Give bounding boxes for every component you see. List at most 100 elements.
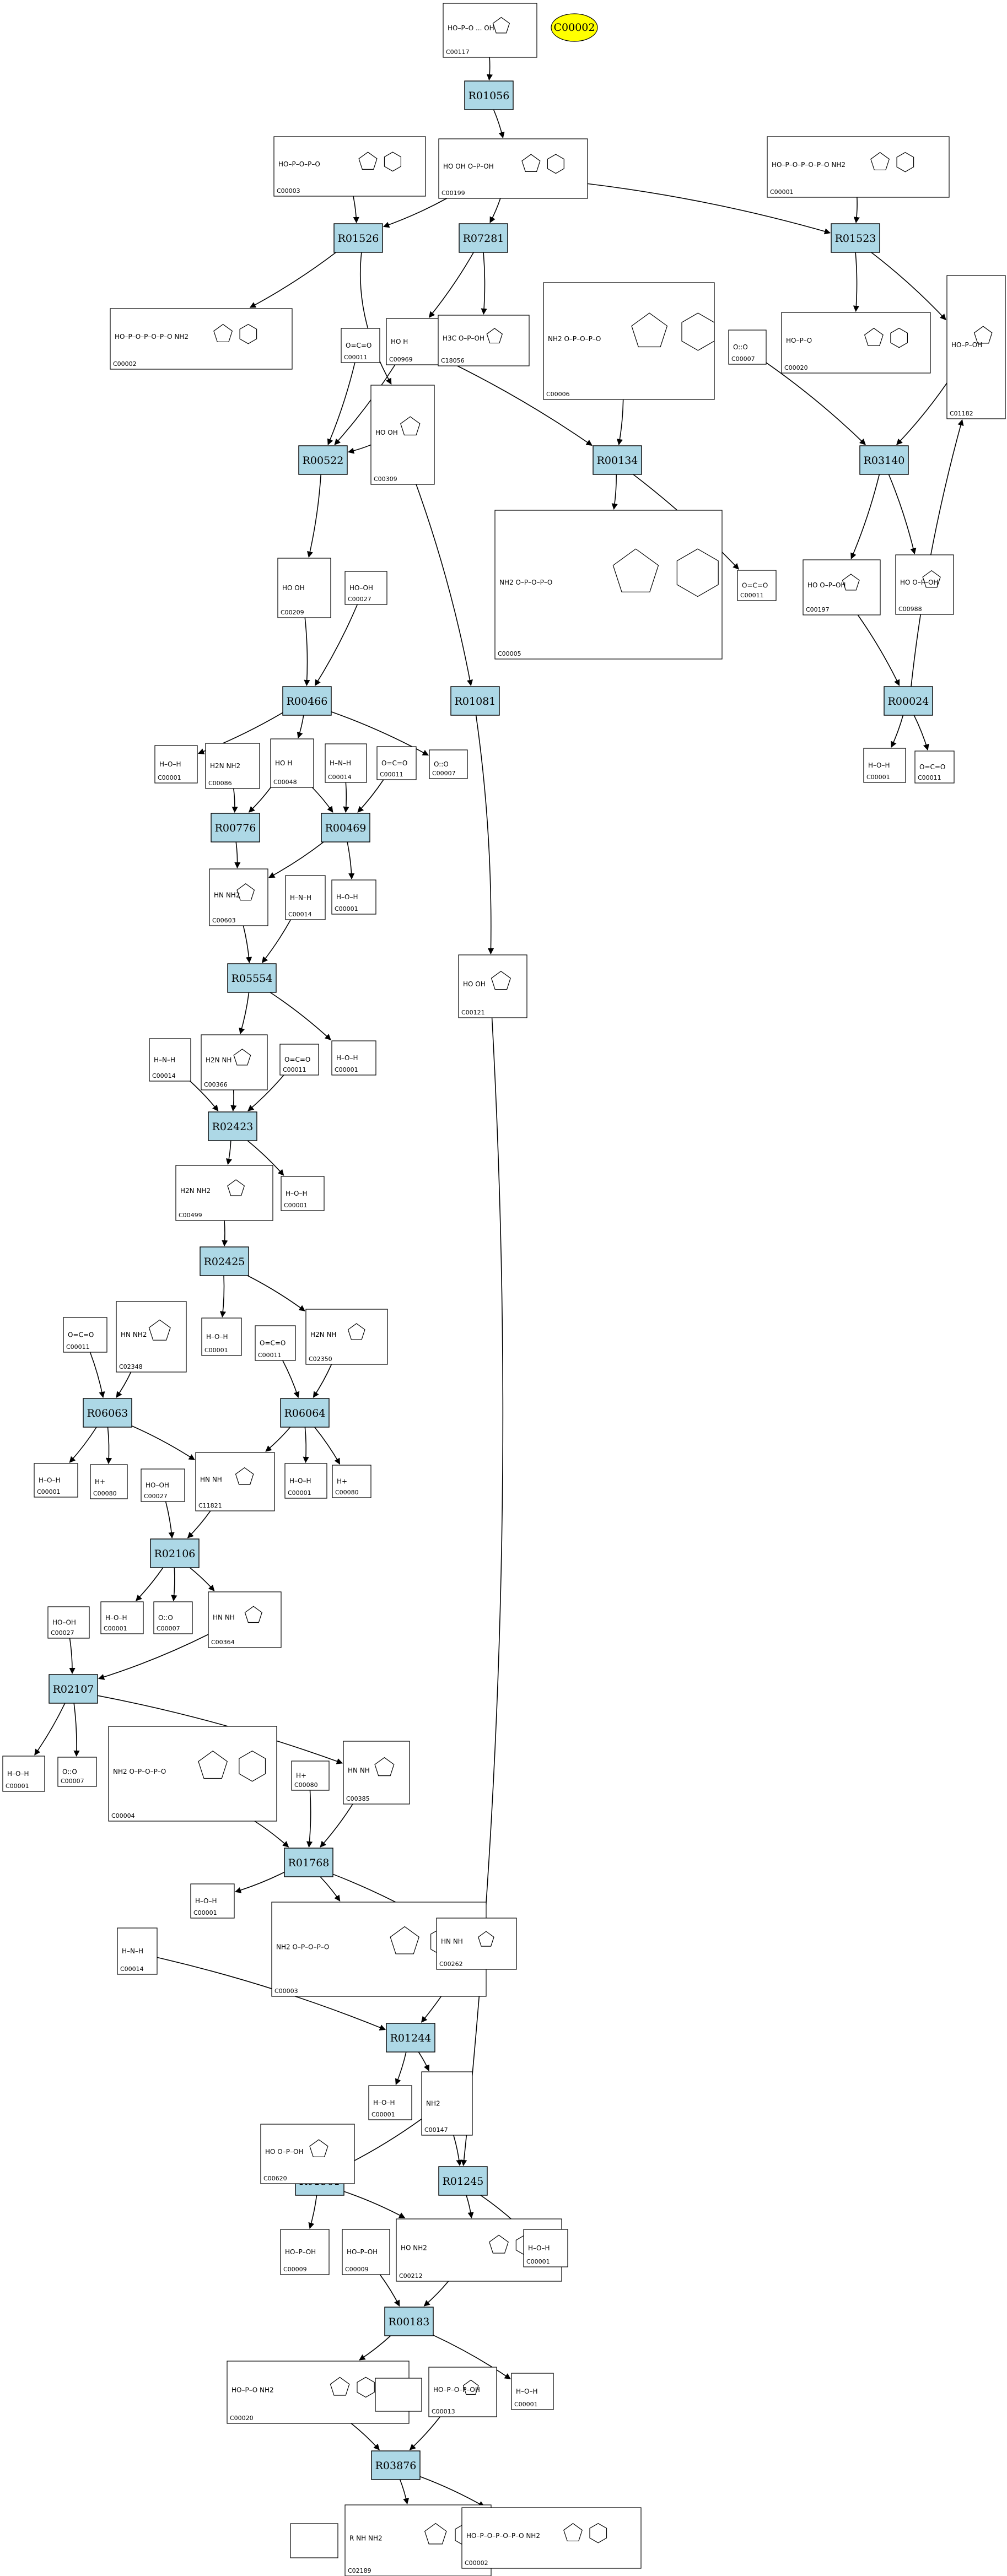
reaction-node-R01526[interactable]: R01526	[333, 223, 383, 253]
reaction-node-R01768[interactable]: R01768	[284, 1848, 333, 1877]
reaction-node-R00183[interactable]: R00183	[384, 2307, 434, 2336]
ring-shape	[148, 1319, 171, 1341]
compound-node-C00080b[interactable]: H+C00080	[332, 1465, 371, 1498]
reaction-node-R01245[interactable]: R01245	[438, 2166, 488, 2196]
reaction-node-R03140[interactable]: R03140	[859, 445, 909, 475]
reaction-node-R00776[interactable]: R00776	[211, 813, 260, 843]
reaction-node-R06063[interactable]: R06063	[83, 1398, 132, 1428]
empty-compound-box[interactable]	[375, 2378, 422, 2412]
empty-compound-box[interactable]	[290, 2523, 338, 2558]
reaction-node-R02107[interactable]: R02107	[49, 1674, 98, 1704]
compound-box	[285, 875, 326, 920]
compound-node-C00080c[interactable]: H+C00080	[291, 1760, 330, 1791]
highlight-node-C00002[interactable]: C00002	[551, 13, 598, 42]
reaction-node-R02423[interactable]: R02423	[208, 1111, 257, 1141]
reaction-node-R00469[interactable]: R00469	[321, 813, 370, 843]
reaction-node-R00466[interactable]: R00466	[282, 686, 332, 716]
reaction-node-R01244[interactable]: R01244	[386, 2023, 435, 2053]
reaction-node-R05554[interactable]: R05554	[227, 963, 277, 993]
reaction-node-R01081[interactable]: R01081	[450, 686, 500, 716]
reaction-node-R06064[interactable]: R06064	[280, 1398, 330, 1428]
reaction-node-R01056[interactable]: R01056	[464, 80, 514, 110]
reaction-node-R00024[interactable]: R00024	[884, 686, 933, 716]
reaction-label: R06064	[284, 1407, 326, 1419]
compound-node-C00080a[interactable]: H+C00080	[90, 1464, 128, 1499]
reaction-node-R03876[interactable]: R03876	[371, 2450, 421, 2480]
reaction-node-R02106[interactable]: R02106	[150, 1538, 200, 1568]
edge-C00499-to-R02425	[222, 1220, 228, 1247]
reaction-node-R00134[interactable]: R00134	[593, 445, 642, 475]
reaction-node-R07281[interactable]: R07281	[459, 223, 508, 253]
reaction-node-R02425[interactable]: R02425	[200, 1246, 249, 1276]
reaction-node-R00522[interactable]: R00522	[298, 445, 348, 475]
reaction-node-R01523[interactable]: R01523	[831, 223, 880, 253]
